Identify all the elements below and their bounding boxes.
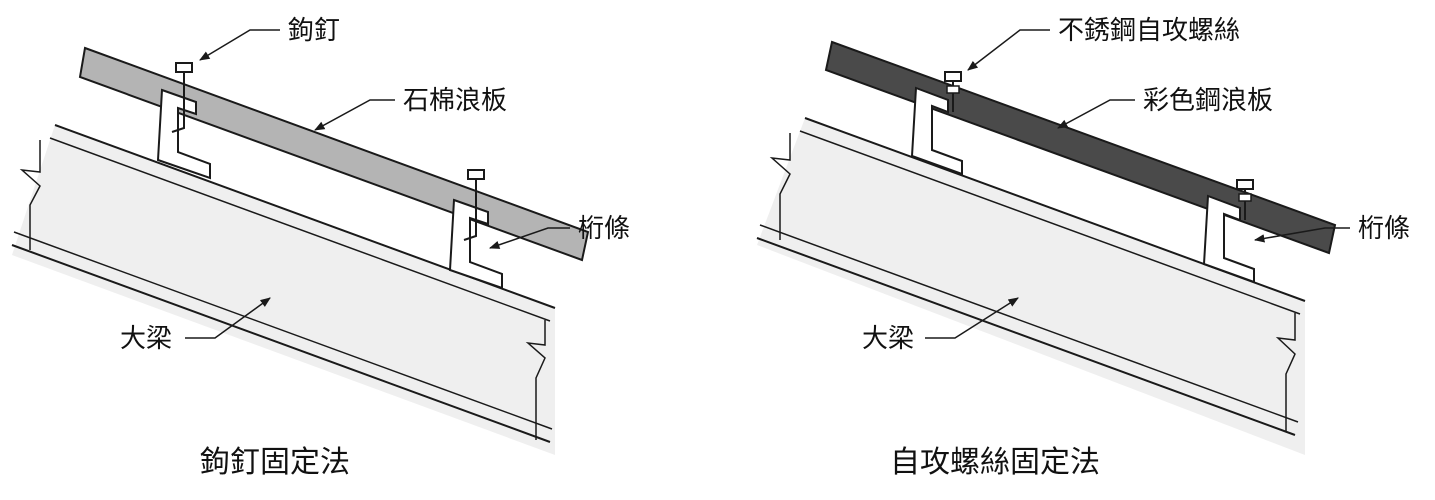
leader-purlin-left [489, 227, 570, 249]
leader-beam-left [185, 297, 271, 339]
screw-1 [944, 71, 962, 112]
purlin-right-2 [1202, 194, 1255, 284]
label-screw: 不銹鋼自攻螺絲 [1058, 16, 1240, 46]
caption-hook-nail-method: 鉤釘固定法 [200, 445, 350, 480]
label-purlin-left: 桁條 [578, 214, 630, 244]
main-beam-left [11, 124, 556, 455]
hook-nail-2 [463, 169, 485, 241]
leader-steel-sheet [1057, 99, 1135, 129]
caption-screw-method: 自攻螺絲固定法 [890, 445, 1100, 480]
leader-hook-nail [199, 29, 280, 61]
label-asbestos-sheet: 石棉浪板 [403, 86, 507, 116]
label-beam-left: 大梁 [120, 324, 172, 354]
screw-2 [1236, 179, 1254, 220]
purlin-left-1 [156, 88, 211, 180]
leader-asbestos-sheet [314, 99, 395, 131]
label-purlin-right: 桁條 [1358, 214, 1410, 244]
main-beam-right [756, 117, 1306, 455]
self-tapping-screw-method-diagram: 不銹鋼自攻螺絲 彩色鋼浪板 桁條 大梁 自攻螺絲固定法 [756, 16, 1410, 480]
hook-nail-1 [171, 62, 193, 133]
label-hook-nail: 鉤釘 [288, 16, 340, 46]
label-steel-sheet: 彩色鋼浪板 [1143, 86, 1273, 116]
hook-nail-method-diagram: 鉤釘 石棉浪板 桁條 大梁 鉤釘固定法 [11, 16, 630, 480]
label-beam-right: 大梁 [862, 324, 914, 354]
leader-screw [967, 29, 1050, 71]
leader-beam-right [925, 297, 1019, 339]
leader-purlin-right [1253, 227, 1350, 243]
purlin-right-1 [910, 86, 963, 176]
purlin-left-2 [448, 198, 503, 290]
